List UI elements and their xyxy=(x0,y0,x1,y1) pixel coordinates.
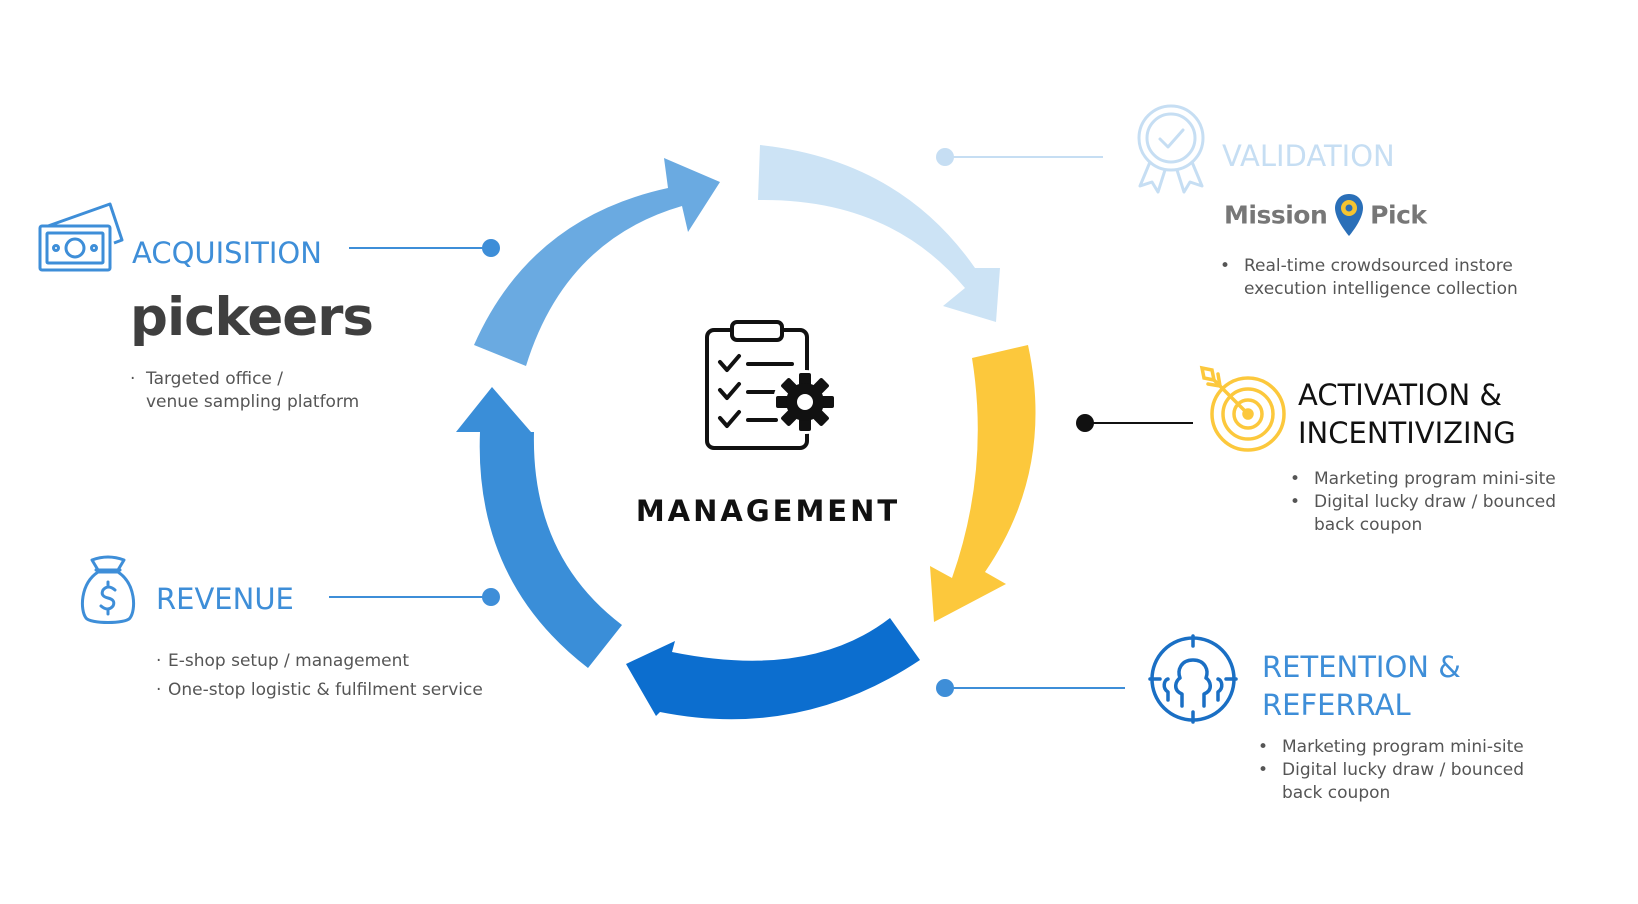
activation-title: ACTIVATION & INCENTIVIZING xyxy=(1298,376,1516,452)
center-title: MANAGEMENT xyxy=(635,494,901,528)
retention-title-line2: REFERRAL xyxy=(1262,688,1411,722)
retention-list: •Marketing program mini-site •Digital lu… xyxy=(1258,736,1524,805)
retention-title: RETENTION & REFERRAL xyxy=(1262,648,1461,724)
award-ribbon-icon xyxy=(1137,104,1205,194)
missionpick-logo: Mission Pick xyxy=(1224,192,1427,242)
list-item: •Real-time crowdsourced instore xyxy=(1220,256,1513,276)
list-item: •Digital lucky draw / bounced xyxy=(1258,760,1525,780)
map-pin-icon xyxy=(1334,194,1363,236)
validation-arrow xyxy=(758,145,1000,322)
cash-icon xyxy=(38,202,124,272)
activation-title-line1: ACTIVATION & xyxy=(1298,378,1503,412)
validation-list: •Real-time crowdsourced instore executio… xyxy=(1220,255,1518,301)
money-bag-icon xyxy=(80,555,136,624)
retention-arrow xyxy=(626,618,920,720)
validation-title: VALIDATION xyxy=(1222,139,1395,173)
acquisition-arrow xyxy=(474,158,720,366)
list-item: •Digital lucky draw / bounced xyxy=(1290,492,1557,512)
list-item: execution intelligence collection xyxy=(1244,279,1518,299)
list-item: •Marketing program mini-site xyxy=(1258,737,1524,757)
revenue-title: REVENUE xyxy=(156,582,294,616)
clipboard-gear-icon xyxy=(705,320,837,450)
pickeers-logo-text: pickeers xyxy=(130,287,374,348)
list-item: back coupon xyxy=(1282,783,1391,803)
list-item: venue sampling platform xyxy=(146,392,360,412)
activation-list: •Marketing program mini-site •Digital lu… xyxy=(1290,468,1556,537)
retention-title-line1: RETENTION & xyxy=(1262,650,1461,684)
validation-connector-dot xyxy=(936,148,954,166)
people-target-icon xyxy=(1148,634,1238,724)
missionpick-logo-part1: Mission xyxy=(1224,200,1328,230)
acquisition-list: ·Targeted office / venue sampling platfo… xyxy=(130,368,359,414)
retention-connector-dot xyxy=(936,679,954,697)
list-item: ·One-stop logistic & fulfilment service xyxy=(156,680,483,700)
list-item: •Marketing program mini-site xyxy=(1290,469,1556,489)
missionpick-logo-part2: Pick xyxy=(1370,200,1427,230)
list-item: ·Targeted office / xyxy=(130,369,284,389)
revenue-list: ·E-shop setup / management ·One-stop log… xyxy=(156,647,483,705)
activation-connector-dot xyxy=(1076,414,1094,432)
list-item: ·E-shop setup / management xyxy=(156,651,410,671)
acquisition-title: ACQUISITION xyxy=(132,236,322,270)
revenue-connector-dot xyxy=(482,588,500,606)
list-item: back coupon xyxy=(1314,515,1423,535)
pickeers-logo: pickeers xyxy=(130,286,374,350)
activation-title-line2: INCENTIVIZING xyxy=(1298,416,1516,450)
acquisition-connector-dot xyxy=(482,239,500,257)
revenue-arrow xyxy=(456,387,622,668)
activation-arrow xyxy=(930,345,1036,622)
target-icon xyxy=(1199,365,1286,452)
